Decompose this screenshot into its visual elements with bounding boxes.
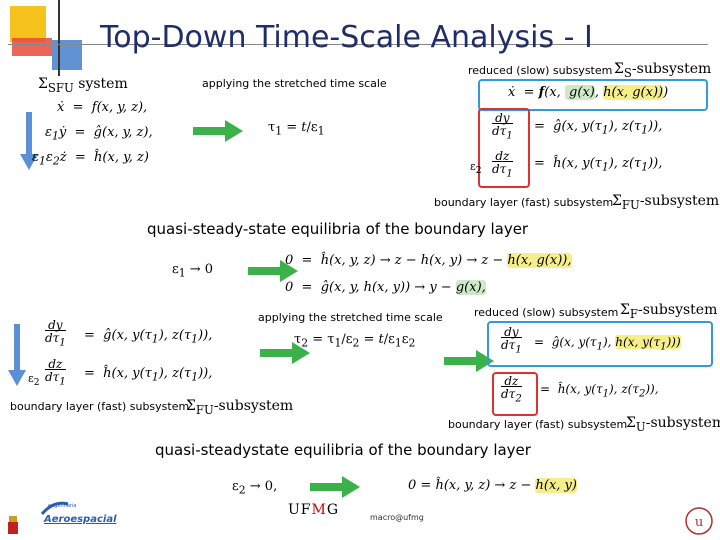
qss-eq-1: 0 = ĥ(x, y, z) → z − h(x, y) → z − h(x, … (285, 253, 572, 268)
blue-down-arrow-mid (8, 324, 26, 390)
stretch-label-top: applying the stretched time scale (202, 77, 387, 90)
top-eq-2: ε1ẏ = ĝ(x, y, z), (45, 125, 153, 143)
eps2-to-zero: ε2 → 0, (232, 479, 278, 497)
qss-eq-2: 0 = ĝ(x, y, h(x, y)) → y − g(x), (285, 280, 486, 295)
stretch-label-mid: applying the stretched time scale (258, 311, 443, 324)
tau1-definition: τ1 = t/ε1 (268, 120, 325, 138)
sigma-f-subsystem: ΣF-subsystem (620, 302, 718, 321)
decor-square-yellow (10, 6, 46, 42)
decor-square-blue (52, 40, 82, 70)
blue-down-arrow-top (20, 112, 38, 174)
green-arrow-bottom (310, 476, 360, 502)
green-arrow-mid-2 (260, 342, 310, 368)
bl-label-top: boundary layer (fast) subsystem (434, 196, 614, 209)
bl-eq-2-top: = ĥ(x, y(τ1), z(τ1)), (534, 156, 663, 174)
sigma-sfu-system: ΣSFU system (38, 76, 128, 95)
sigma-u-subsystem: ΣU-subsystem (626, 415, 720, 434)
left-emblem-icon (6, 516, 20, 540)
slow-eq-top: ẋ = f(x, g(x), h(x, g(x))) (508, 85, 669, 100)
green-arrow-mid-3 (444, 350, 494, 376)
macro-logo: macro@ufmg (370, 513, 424, 522)
aeroespacial-logo: engenharia Aeroespacial (40, 498, 120, 536)
qss-heading-1: quasi-steady-state equilibria of the bou… (147, 220, 529, 238)
slow-subsystem-box-mid (487, 321, 713, 367)
green-arrow-mid-1 (248, 260, 298, 286)
aeroespacial-logo-text: Aeroespacial (44, 514, 117, 525)
decor-line-v (58, 0, 60, 76)
boundary-layer-box-top (478, 108, 530, 188)
tau2-definition: τ2 = τ1/ε2 = t/ε1ε2 (294, 332, 416, 350)
slow-label-top: reduced (slow) subsystem (468, 64, 613, 77)
eps2-mid: ε2 (28, 372, 40, 389)
eps2-top: ε2 (470, 160, 482, 177)
top-eq-1: ẋ = f(x, y, z), (57, 100, 148, 115)
slide-title: Top-Down Time-Scale Analysis - I (100, 20, 593, 55)
sigma-s-subsystem: ΣS-subsystem (614, 61, 712, 80)
boundary-layer-box-mid (492, 372, 538, 416)
sigma-fu-subsystem-top: ΣFU-subsystem (612, 193, 720, 212)
ufmg-logo: UFMG (288, 502, 340, 518)
decor-line-h (8, 44, 708, 45)
top-eq-3: ε1ε2ż = ĥ(x, y, z) (32, 150, 149, 168)
bl-label-right: boundary layer (fast) subsystem (448, 418, 628, 431)
aeroespacial-logo-small: engenharia (48, 503, 77, 509)
left-eq-2: = ĥ(x, y(τ1), z(τ1)), (84, 366, 213, 384)
qss-heading-2: quasi-steadystate equilibria of the boun… (155, 441, 531, 459)
slow-label-mid: reduced (slow) subsystem (474, 306, 619, 319)
bl-eq-1-top: = ĝ(x, y(τ1), z(τ1)), (534, 119, 663, 137)
decor-square-red (12, 38, 52, 56)
right-eq-2: = ĥ(x, y(τ1), z(τ2)), (540, 382, 659, 400)
green-arrow-top (193, 120, 243, 146)
eps1-to-zero: ε1 → 0 (172, 262, 214, 280)
right-eq-1: = ĝ(x, y(τ1), h(x, y(τ1))) (534, 335, 681, 353)
left-eq-1: = ĝ(x, y(τ1), z(τ1)), (84, 328, 213, 346)
bl-label-left: boundary layer (fast) subsystem (10, 400, 190, 413)
sigma-fu-subsystem-left: ΣFU-subsystem (186, 398, 294, 417)
university-seal-icon: u (684, 506, 714, 540)
slow-subsystem-box (478, 79, 708, 111)
bottom-eq: 0 = ĥ(x, y, z) → z − h(x, y) (408, 478, 577, 493)
svg-text:u: u (695, 515, 703, 530)
